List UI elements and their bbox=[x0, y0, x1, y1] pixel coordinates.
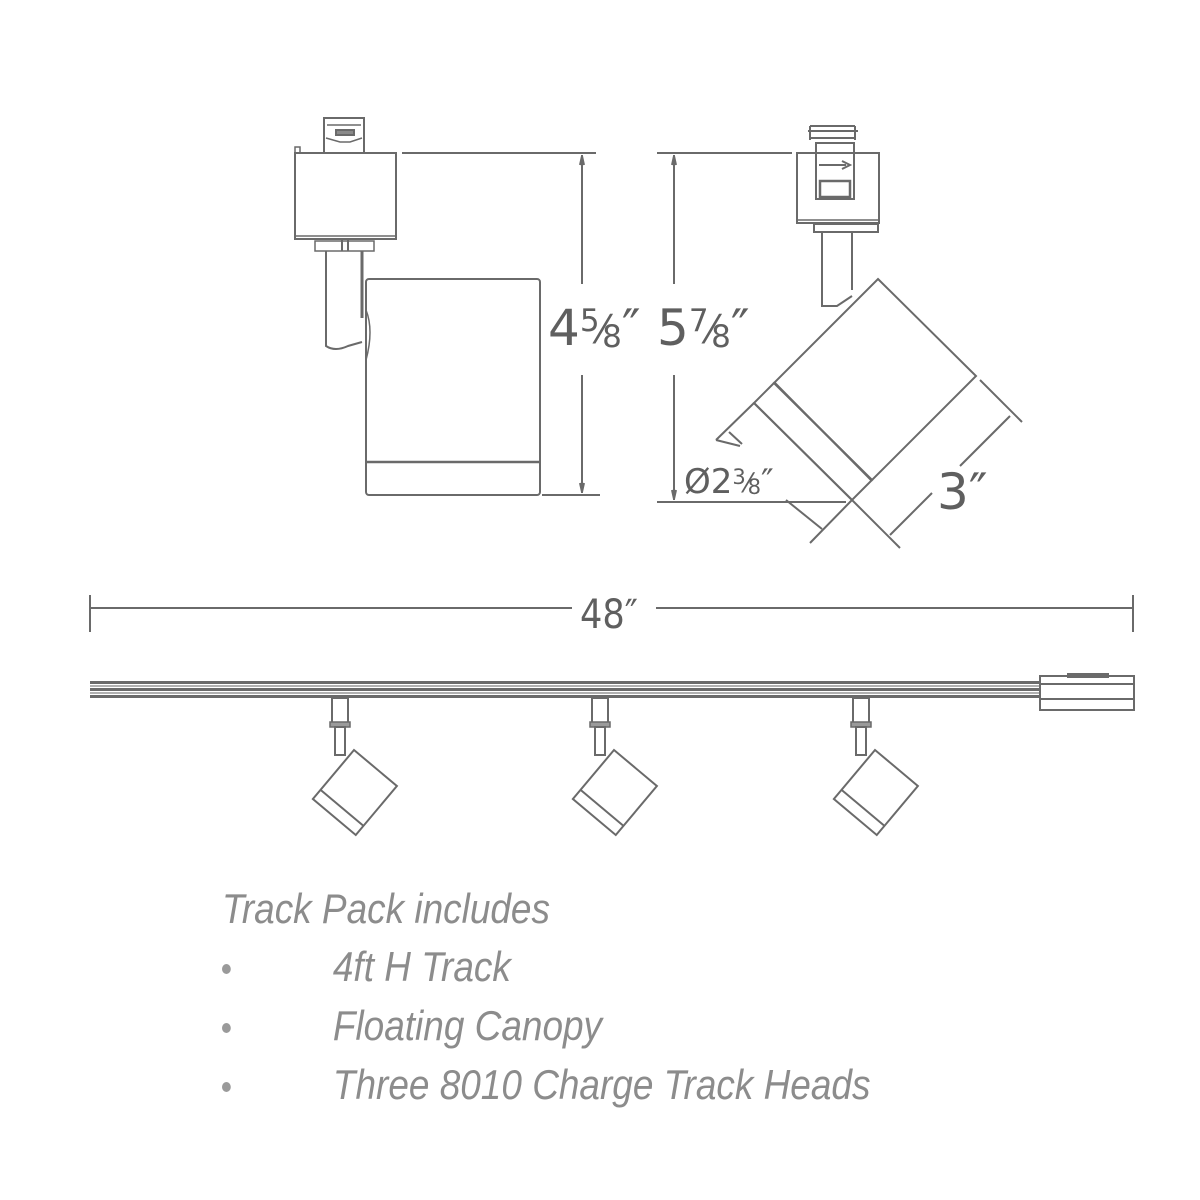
list-item: Three 8010 Charge Track Heads bbox=[222, 1060, 870, 1119]
bullet-icon bbox=[222, 1082, 231, 1092]
track-length-dimension bbox=[89, 595, 1134, 632]
track-length-label: 48″ bbox=[580, 592, 638, 638]
floating-canopy bbox=[1039, 673, 1135, 711]
angled-view-dimensions bbox=[657, 152, 1023, 536]
track-head-2 bbox=[571, 697, 658, 837]
bullet-icon bbox=[222, 1023, 231, 1033]
head-length-label: 3″ bbox=[937, 463, 988, 521]
track-head-1 bbox=[311, 697, 398, 837]
track-rail bbox=[90, 681, 1042, 698]
notes-list: 4ft H Track Floating Canopy Three 8010 C… bbox=[222, 942, 870, 1119]
side-view-height-dimension bbox=[402, 152, 600, 496]
track-pack-notes: Track Pack includes 4ft H Track Floating… bbox=[222, 884, 870, 1119]
side-view-height-label: 45⁄8″ bbox=[548, 299, 641, 357]
track-head-3 bbox=[832, 697, 919, 837]
list-item: 4ft H Track bbox=[222, 942, 870, 1001]
angled-view-fixture bbox=[752, 125, 978, 549]
notes-title: Track Pack includes bbox=[222, 885, 550, 932]
side-view-fixture bbox=[294, 117, 541, 496]
list-item: Floating Canopy bbox=[222, 1001, 870, 1060]
bullet-icon bbox=[222, 964, 231, 974]
diameter-label: Ø23⁄8″ bbox=[684, 462, 774, 502]
angled-view-height-label: 57⁄8″ bbox=[657, 299, 750, 357]
